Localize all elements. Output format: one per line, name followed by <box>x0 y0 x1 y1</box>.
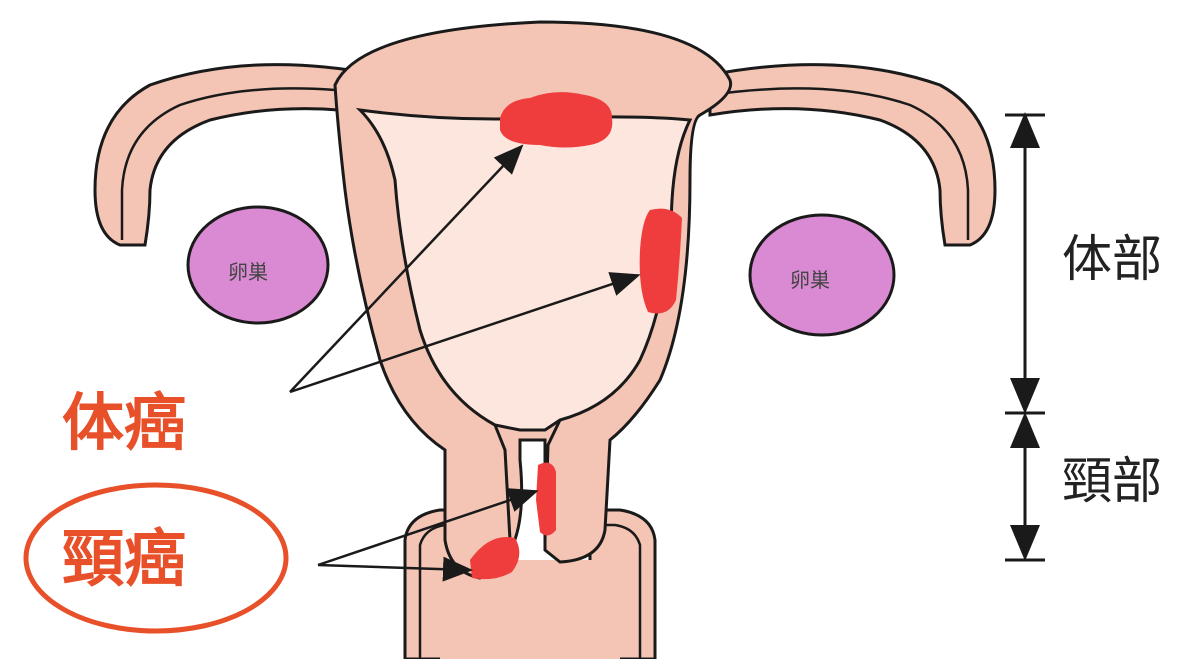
body-cancer-label: 体癌 <box>62 392 186 454</box>
fallopian-tube-right <box>710 65 995 245</box>
cervix-region-bracket <box>1005 418 1045 560</box>
body-region-bracket <box>1005 115 1045 413</box>
ovary-right-label: 卵巣 <box>790 270 830 290</box>
tumor-body-wall <box>640 209 682 314</box>
ovary-left-label: 卵巣 <box>228 262 268 282</box>
body-region-label: 体部 <box>1062 234 1162 284</box>
cervix-region-label: 頸部 <box>1062 456 1162 506</box>
cervical-cancer-label: 頸癌 <box>62 528 186 590</box>
tumor-cervix-upper <box>536 463 556 536</box>
vagina <box>405 510 655 659</box>
